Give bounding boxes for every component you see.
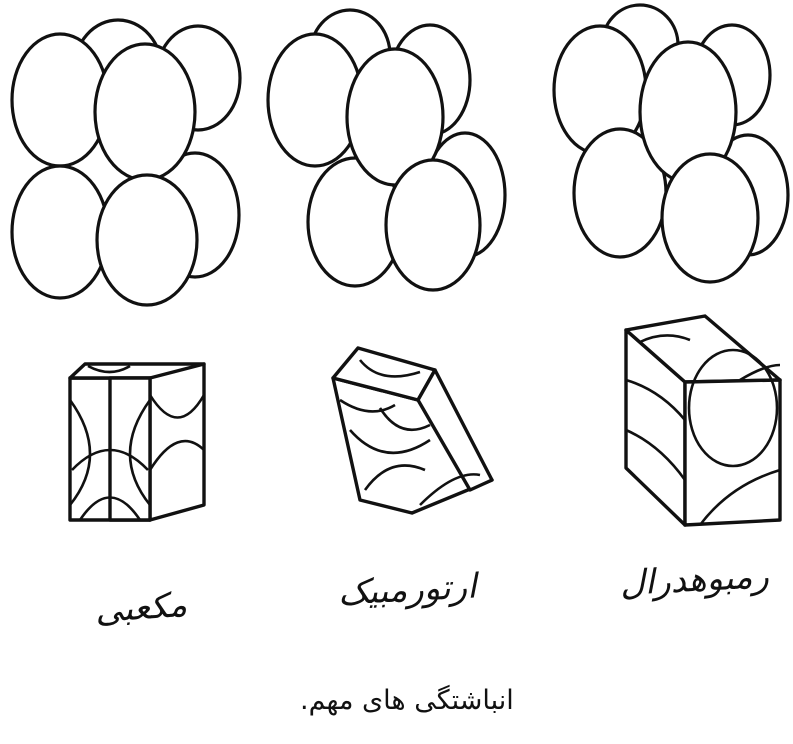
sphere xyxy=(95,44,195,180)
orthorhombic-unit-cell xyxy=(333,348,492,513)
rhombohedral-sphere-stack xyxy=(554,5,788,282)
cubic-sphere-stack xyxy=(12,20,240,305)
label-orthorhombic: ارتورمبیک xyxy=(337,566,477,613)
sphere xyxy=(386,160,480,290)
figure-caption: انباشتگی های مهم. xyxy=(300,685,514,716)
sphere xyxy=(97,175,197,305)
sphere xyxy=(12,34,108,166)
rhombohedral-unit-cell xyxy=(626,316,780,525)
sphere xyxy=(12,166,108,298)
cell-side-face xyxy=(685,380,780,525)
label-rhombohedral: رمبوهدرال xyxy=(619,556,770,604)
cubic-unit-cell xyxy=(70,364,204,520)
label-cubic: مکعبی xyxy=(94,585,189,631)
orthorhombic-sphere-stack xyxy=(268,10,505,290)
sphere xyxy=(662,154,758,282)
